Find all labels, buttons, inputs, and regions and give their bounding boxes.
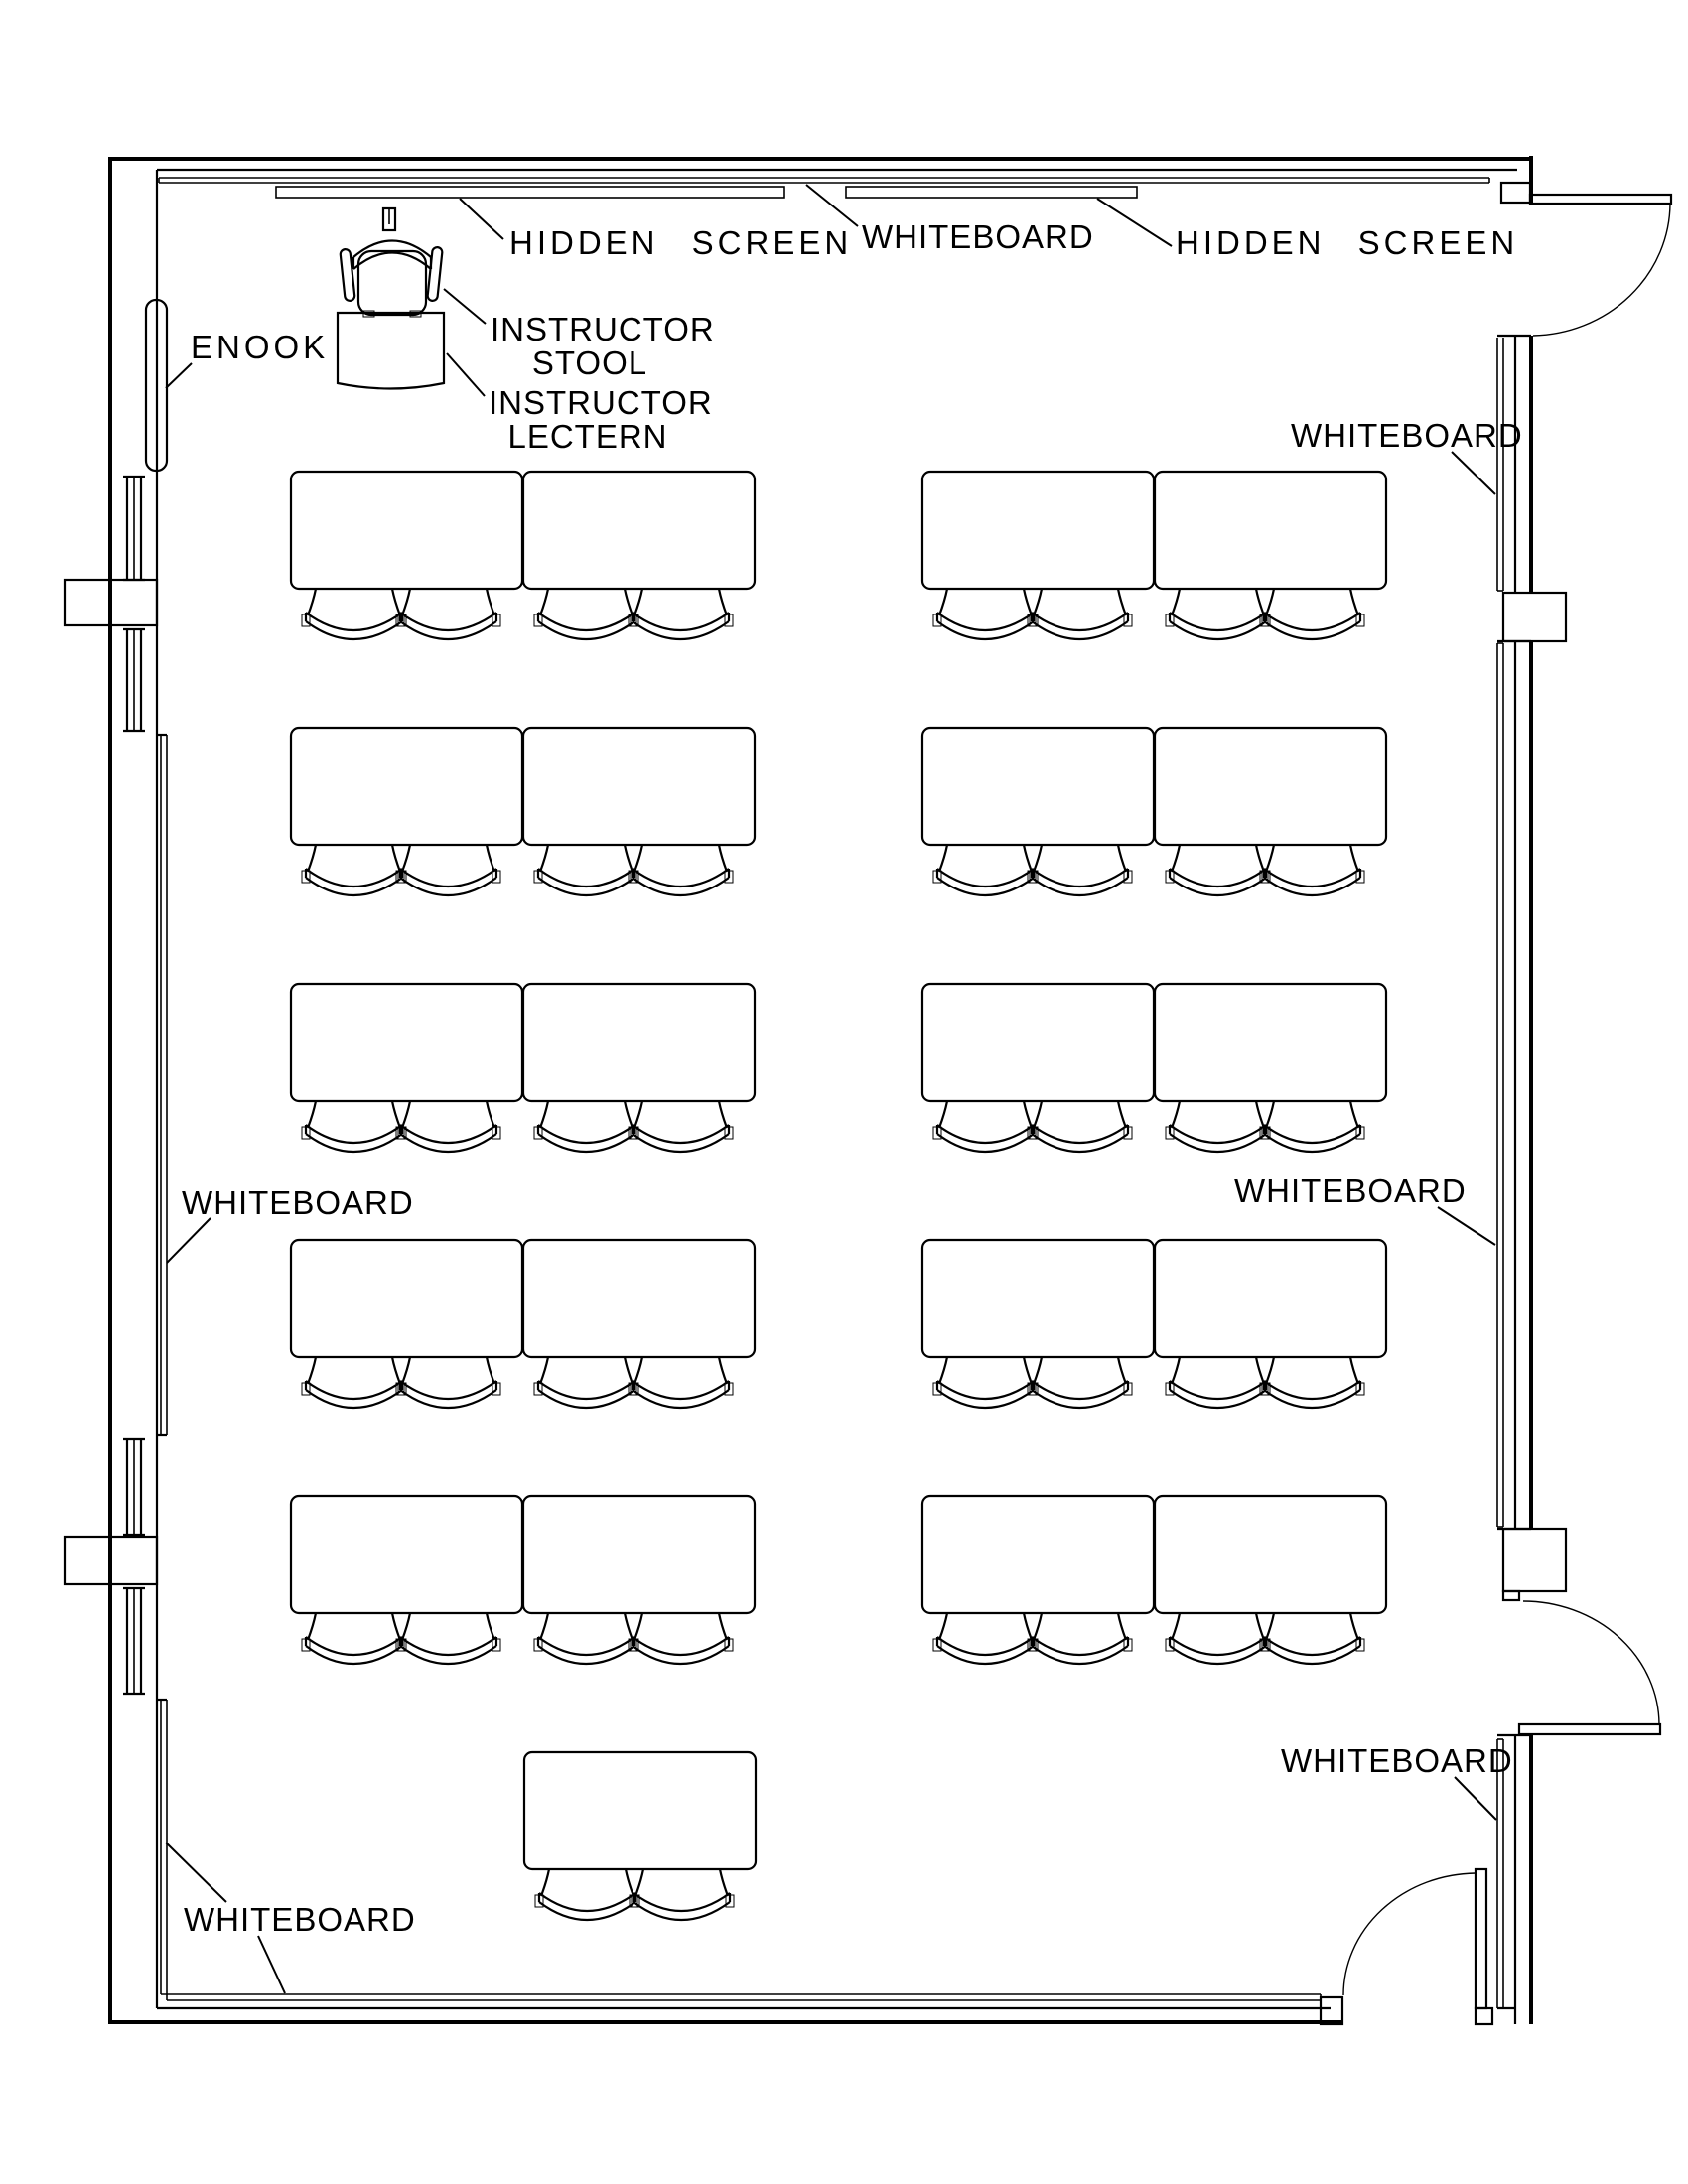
table-unit [922,984,1154,1152]
door-top-right [1499,181,1673,337]
whiteboard-left-surface [157,733,168,1437]
pier-right-lower [1501,1527,1568,1593]
label-enook: ENOOK [191,329,329,365]
hidden-screen-left-bar [275,186,785,199]
leader-instructor-lectern [446,352,486,397]
table-unit [1155,1496,1386,1664]
window-segment [123,475,145,582]
table-unit [922,728,1154,895]
leader-whiteboard-right-bottom [1454,1776,1497,1821]
table-unit [291,1496,522,1664]
leader-hidden-screen-left [459,198,504,240]
label-instructor-stool-line1: INSTRUCTOR [491,311,715,347]
whiteboard-right-lower-surface [1496,1738,1504,2008]
label-whiteboard-right-top: WHITEBOARD [1291,417,1523,454]
label-whiteboard-left: WHITEBOARD [182,1184,414,1221]
whiteboard-right-middle-surface [1496,642,1504,1528]
label-whiteboard-bottom-left: WHITEBOARD [184,1901,416,1938]
doors [1342,181,1673,2026]
window-segment [123,627,145,733]
instructor-stool [339,206,444,318]
whiteboard-bottom-left-surface [157,1698,1322,2001]
wall-piers [63,578,1568,1593]
table-unit [523,728,755,895]
text-labels: HIDDEN SCREEN WHITEBOARD HIDDEN SCREEN W… [182,218,1523,1938]
table-unit [524,1752,756,1920]
hidden-screens [275,186,1138,199]
pier-left-upper [63,578,159,627]
enook-panel [144,298,169,473]
table-unit [523,472,755,639]
leader-whiteboard-bottom-left-b [257,1935,286,1994]
leader-lines [165,184,1497,1994]
label-whiteboard-top: WHITEBOARD [862,218,1094,255]
table-unit [523,984,755,1152]
pier-right-upper [1501,591,1568,643]
leader-hidden-screen-right [1096,198,1173,247]
table-unit [922,1240,1154,1408]
label-instructor-stool-line2: STOOL [532,344,647,381]
left-wall-windows [123,475,145,1696]
table-unit [291,1240,522,1408]
leader-whiteboard-right-mid [1437,1206,1496,1246]
whiteboard-top-surface [158,177,1490,184]
whiteboard-surfaces [157,177,1504,2008]
label-whiteboard-right-mid: WHITEBOARD [1234,1172,1467,1209]
student-tables [291,472,1386,1920]
table-unit [523,1496,755,1664]
hidden-screen-right-bar [845,186,1138,199]
leader-whiteboard-right-top [1451,451,1496,495]
door-right-lower [1517,1600,1662,1736]
table-unit [291,728,522,895]
window-segment [123,1586,145,1696]
walls [108,156,1533,2026]
table-unit [1155,472,1386,639]
table-unit [922,472,1154,639]
table-unit [291,472,522,639]
table-unit [1155,1240,1386,1408]
label-instructor-lectern-line1: INSTRUCTOR [489,384,713,421]
leader-whiteboard-top [805,184,859,227]
table-unit [922,1496,1154,1664]
leader-instructor-stool [443,288,487,325]
label-hidden-screen-left: HIDDEN SCREEN [509,224,852,261]
leader-enook [165,362,193,389]
window-segment [123,1437,145,1537]
door-bottom-right [1342,1867,1494,2026]
table-unit [291,984,522,1152]
label-instructor-lectern-line2: LECTERN [507,418,667,455]
table-unit [523,1240,755,1408]
leader-whiteboard-left [166,1217,211,1264]
leader-whiteboard-bottom-left-a [165,1842,227,1903]
whiteboard-right-upper-surface [1496,338,1504,592]
table-unit [1155,728,1386,895]
pier-left-lower [63,1535,159,1586]
table-unit [1155,984,1386,1152]
label-whiteboard-right-bottom: WHITEBOARD [1281,1742,1513,1779]
label-hidden-screen-right: HIDDEN SCREEN [1176,224,1518,261]
instructor-lectern [336,311,446,390]
